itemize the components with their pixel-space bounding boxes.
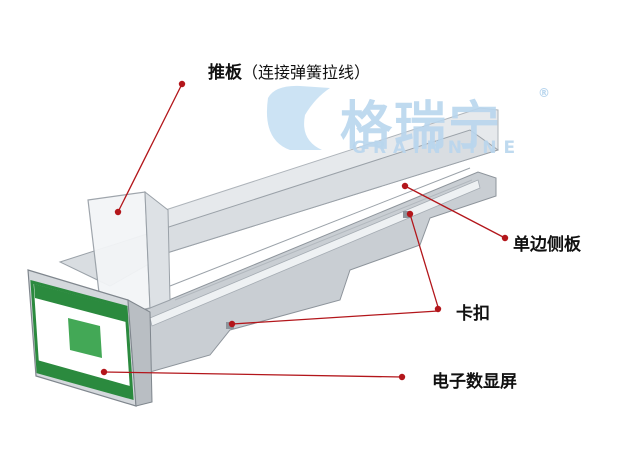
- display-footer: [37, 360, 131, 397]
- rail-line: [169, 167, 471, 287]
- leader-clip-right: [409, 213, 439, 308]
- side-rail: [149, 179, 481, 327]
- front-cap-side: [127, 299, 153, 407]
- display-header: [34, 284, 126, 322]
- label-pusher-main: 推板: [208, 63, 242, 83]
- leader-dots: [100, 80, 509, 381]
- logo-english-text: GRAINNINE: [352, 138, 523, 158]
- leader-lines: [103, 83, 506, 378]
- label-clip: 卡扣: [456, 304, 490, 324]
- pusher-side: [144, 190, 171, 309]
- label-pusher-note: （连接弹簧拉线）: [242, 63, 371, 82]
- display-green-block: [68, 318, 102, 358]
- label-display: 电子数显屏: [432, 372, 517, 392]
- leader-pusher: [117, 83, 183, 213]
- label-pusher: 推板（连接弹簧拉线）: [208, 58, 370, 83]
- logo-swoosh: [266, 85, 330, 150]
- leader-clip-left: [231, 310, 439, 325]
- rail-line: [174, 179, 473, 301]
- logo-registered-mark: ®: [538, 86, 550, 100]
- label-side-panel: 单边侧板: [513, 235, 581, 255]
- logo-chinese-text: 格瑞宁: [340, 97, 503, 157]
- leader-side-panel: [404, 185, 506, 239]
- leader-display: [103, 371, 403, 378]
